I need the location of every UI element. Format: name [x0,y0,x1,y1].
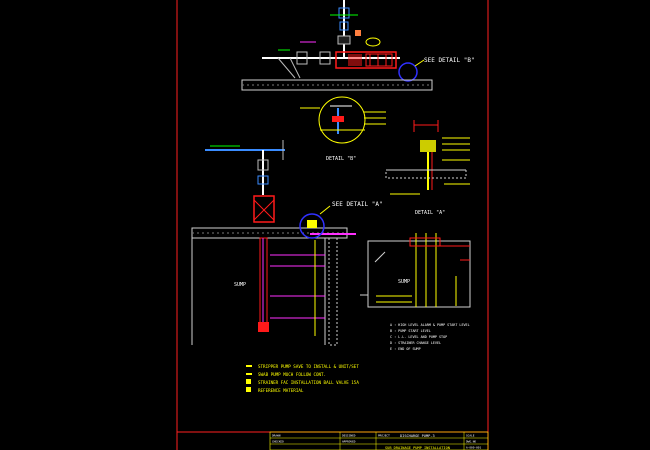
sump-label-left: SUMP [234,282,246,288]
sump-section-view [360,233,471,308]
note-item: D : STRAINER CHANGE LEVEL [390,341,441,345]
legend: STRIPPER PUMP SAVE TO INSTALL & UNIT/SET… [246,364,359,393]
project-name: DISCHARGE PUMP-3 [400,434,435,438]
title-cell: DWG.NO [466,440,476,444]
detail-a-title: DETAIL "A" [415,210,445,216]
title-cell: DESIGNED [342,434,356,438]
level-notes: A : HIGH LEVEL ALARM & PUMP START LEVEL … [390,323,470,351]
legend-square-icon [246,387,251,392]
legend-item: STRIPPER PUMP SAVE TO INSTALL & UNIT/SET [258,364,359,369]
see-detail-a-label: SEE DETAIL "A" [332,201,383,208]
note-item: E : END OF SUMP [390,347,421,351]
legend-item: SWAB PUMP MUCH FOLLOW CONT. [258,372,326,377]
legend-item: STRAINER FAC INSTALLATION BALL VALVE 15A [258,380,359,385]
note-item: A : HIGH LEVEL ALARM & PUMP START LEVEL [390,323,470,327]
legend-square-icon [246,379,251,384]
see-detail-b-label: SEE DETAIL "B" [424,57,475,64]
detail-b-callout [300,96,386,144]
title-cell: SCALE [466,434,475,438]
drawing-title: SUB DRAINAGE PUMP INSTALLATION [385,446,450,450]
title-cell: CHECKED [272,440,284,444]
lower-pipe-assembly [191,140,356,346]
drawing-number: A-000-001 [466,446,481,450]
title-cell: PROJECT [378,434,390,438]
legend-item: REFERENCE MATERIAL [258,388,304,393]
note-item: C : L.L. LEVEL AND PUMP STOP [390,335,447,339]
sump-label-right: SUMP [398,279,410,285]
note-item: B : PUMP START LEVEL [390,329,431,333]
title-cell: APPROVED [342,440,356,444]
title-block: DRAWN CHECKED DESIGNED APPROVED PROJECT … [269,431,489,450]
title-cell: DRAWN [272,434,281,438]
upper-pipe-assembly [241,0,433,91]
detail-b-title: DETAIL "B" [326,156,356,162]
detail-a-drawing [385,120,470,195]
